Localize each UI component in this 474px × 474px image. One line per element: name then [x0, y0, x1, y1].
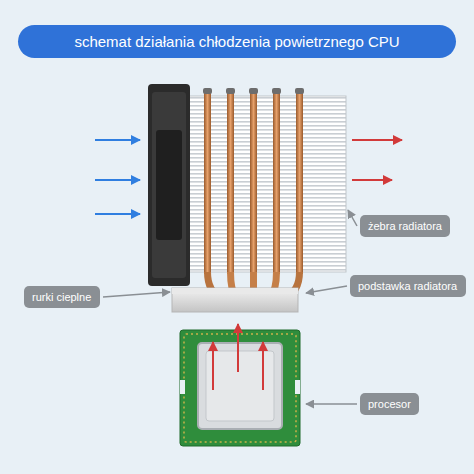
heat-pipes [226, 88, 235, 94]
leader-lines [103, 210, 357, 404]
label-box: rurki cieplne [24, 286, 100, 308]
heat-pipes [203, 88, 304, 298]
heat-arrows [212, 342, 214, 390]
leader-lines [348, 210, 357, 226]
heat-arrows [262, 342, 264, 390]
heat-pipes [296, 92, 303, 274]
title-text: schemat działania chłodzenia powietrzneg… [74, 33, 399, 50]
part-label: rurki cieplne [32, 290, 92, 304]
heat-pipes [272, 88, 281, 94]
part-label: procesor [368, 397, 411, 411]
airflow-in-arrows [95, 213, 140, 215]
airflow-out-arrows [352, 140, 402, 180]
heat-pipes [295, 88, 304, 94]
heatsink-base [172, 288, 298, 294]
processor [198, 343, 282, 429]
leader-lines [306, 403, 357, 405]
label-box: żebra radiatora [360, 215, 450, 237]
processor [295, 380, 300, 394]
airflow-out-arrows [352, 179, 392, 181]
heatsink-base [172, 288, 298, 312]
heat-arrows [213, 324, 263, 390]
processor [184, 334, 296, 442]
title-pill: schemat działania chłodzenia powietrzneg… [18, 25, 456, 58]
label-box: procesor [360, 393, 419, 415]
label-box: podstawka radiatora [350, 275, 466, 297]
heat-pipes [249, 88, 258, 94]
airflow-in-arrows [95, 140, 140, 214]
heat-pipes [273, 92, 280, 274]
processor [180, 380, 185, 394]
heat-pipes [204, 92, 211, 274]
fan [148, 84, 190, 286]
part-label: żebra radiatora [368, 219, 442, 233]
airflow-in-arrows [95, 179, 140, 181]
airflow-in-arrows [95, 139, 140, 141]
processor [180, 330, 300, 446]
fan [156, 130, 182, 240]
airflow-out-arrows [352, 139, 402, 141]
heat-pipes [250, 92, 257, 274]
heat-pipes [227, 92, 234, 274]
leader-lines [306, 286, 347, 293]
heat-pipes [203, 88, 212, 94]
fan [152, 92, 186, 278]
heatsink-base [172, 288, 298, 312]
heat-arrows [237, 324, 239, 372]
fan [148, 84, 190, 286]
part-label: podstawka radiatora [358, 279, 458, 293]
processor [180, 330, 300, 446]
leader-lines [103, 292, 170, 297]
